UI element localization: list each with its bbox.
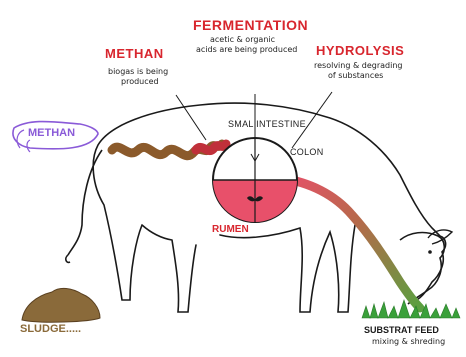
sludge-pile [22, 288, 100, 322]
methan-left-label: METHAN [28, 128, 75, 139]
fermentation-note-line2: acids are being produced [196, 46, 297, 54]
cow-eye [428, 250, 432, 254]
hydrolysis-heading: HYDROLYSIS [316, 44, 404, 57]
cow-tail [66, 150, 102, 262]
methan-top-heading: METHAN [105, 47, 164, 60]
hydrolysis-note-line2: of substances [328, 72, 383, 80]
methan-note-line2: produced [121, 78, 159, 86]
small-intestine-label: SMAL INTESTINE [228, 120, 306, 129]
substrat-feed-label: SUBSTRAT FEED [364, 326, 439, 335]
mixing-shredding-label: mixing & shreding [372, 338, 445, 346]
methan-leader [176, 95, 206, 140]
fermentation-note-line1: acetic & organic [210, 36, 275, 44]
methan-note-line1: biogas is being [108, 68, 168, 76]
intestine-red-part [196, 144, 226, 151]
rumen-label: RUMEN [212, 225, 249, 235]
sludge-label: SLUDGE..... [20, 324, 81, 335]
hydrolysis-note-line1: resolving & degrading [314, 62, 402, 70]
fermentation-heading: FERMENTATION [193, 18, 308, 32]
colon-label: COLON [290, 148, 324, 157]
